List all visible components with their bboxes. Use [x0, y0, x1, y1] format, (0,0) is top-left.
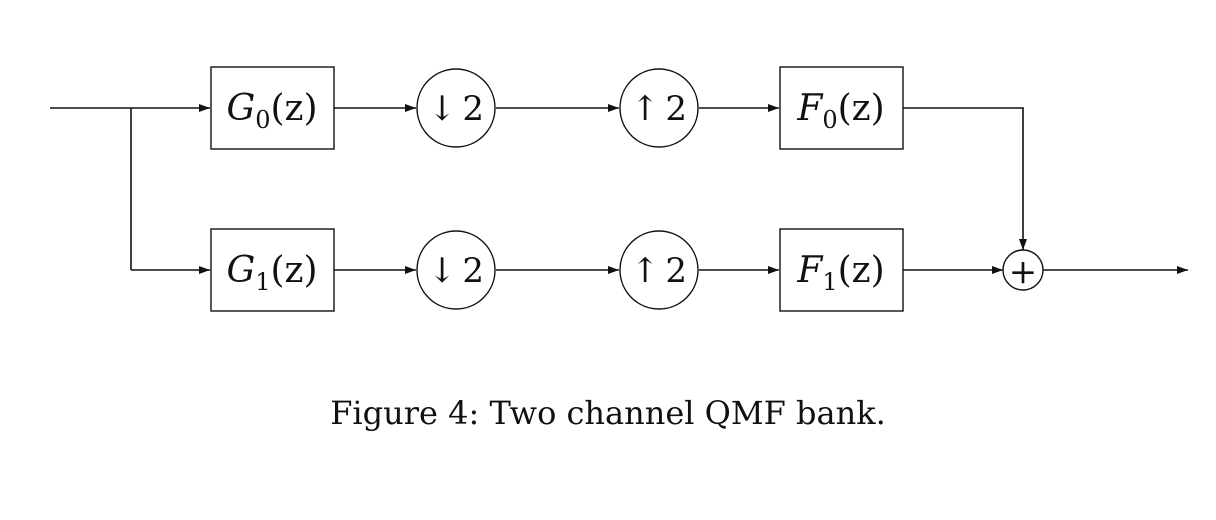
- block-g1-arg: (z): [270, 250, 317, 291]
- block-g1-name: G: [226, 250, 255, 291]
- svg-text:↑2: ↑2: [631, 251, 687, 291]
- upsampler-bottom-arrow: ↑: [631, 251, 660, 291]
- downsampler-bottom-arrow: ↓: [428, 251, 457, 291]
- block-g0-name: G: [226, 88, 255, 129]
- summing-junction-symbol: +: [1009, 252, 1038, 292]
- block-f1-sub: 1: [822, 268, 837, 296]
- block-g0: G0(z): [210, 66, 335, 150]
- summing-junction: +: [1002, 249, 1044, 292]
- svg-text:↑2: ↑2: [631, 89, 687, 129]
- figure-caption: Figure 4: Two channel QMF bank.: [330, 394, 886, 432]
- svg-text:F0(z): F0(z): [796, 88, 884, 134]
- downsampler-bottom-factor: 2: [462, 251, 484, 291]
- block-f0-arg: (z): [838, 88, 885, 129]
- svg-text:G0(z): G0(z): [226, 88, 317, 134]
- svg-text:↓2: ↓2: [428, 251, 484, 291]
- block-f1-name: F: [796, 250, 824, 291]
- block-f0-name: F: [796, 88, 824, 129]
- block-f0: F0(z): [779, 66, 904, 150]
- upsampler-top-arrow: ↑: [631, 89, 660, 129]
- block-f0-sub: 0: [822, 106, 837, 134]
- upsampler-bottom-factor: 2: [665, 251, 687, 291]
- downsampler-top: ↓2: [416, 68, 496, 148]
- block-g1: G1(z): [210, 228, 335, 312]
- downsampler-top-arrow: ↓: [428, 89, 457, 129]
- upsampler-top-factor: 2: [665, 89, 687, 129]
- upsampler-top: ↑2: [619, 68, 699, 148]
- downsampler-bottom: ↓2: [416, 230, 496, 310]
- wire-f0-sum: [903, 107, 1027, 250]
- svg-text:G1(z): G1(z): [226, 250, 317, 296]
- block-g0-arg: (z): [270, 88, 317, 129]
- svg-text:F1(z): F1(z): [796, 250, 884, 296]
- downsampler-top-factor: 2: [462, 89, 484, 129]
- block-f1-arg: (z): [838, 250, 885, 291]
- block-f1: F1(z): [779, 228, 904, 312]
- block-g0-sub: 0: [255, 106, 270, 134]
- upsampler-bottom: ↑2: [619, 230, 699, 310]
- svg-text:↓2: ↓2: [428, 89, 484, 129]
- block-g1-sub: 1: [255, 268, 270, 296]
- qmf-block-diagram: G0(z) G1(z) F0(z) F1(z) ↓2 ↑2 ↓2 ↑2 +: [50, 66, 1188, 312]
